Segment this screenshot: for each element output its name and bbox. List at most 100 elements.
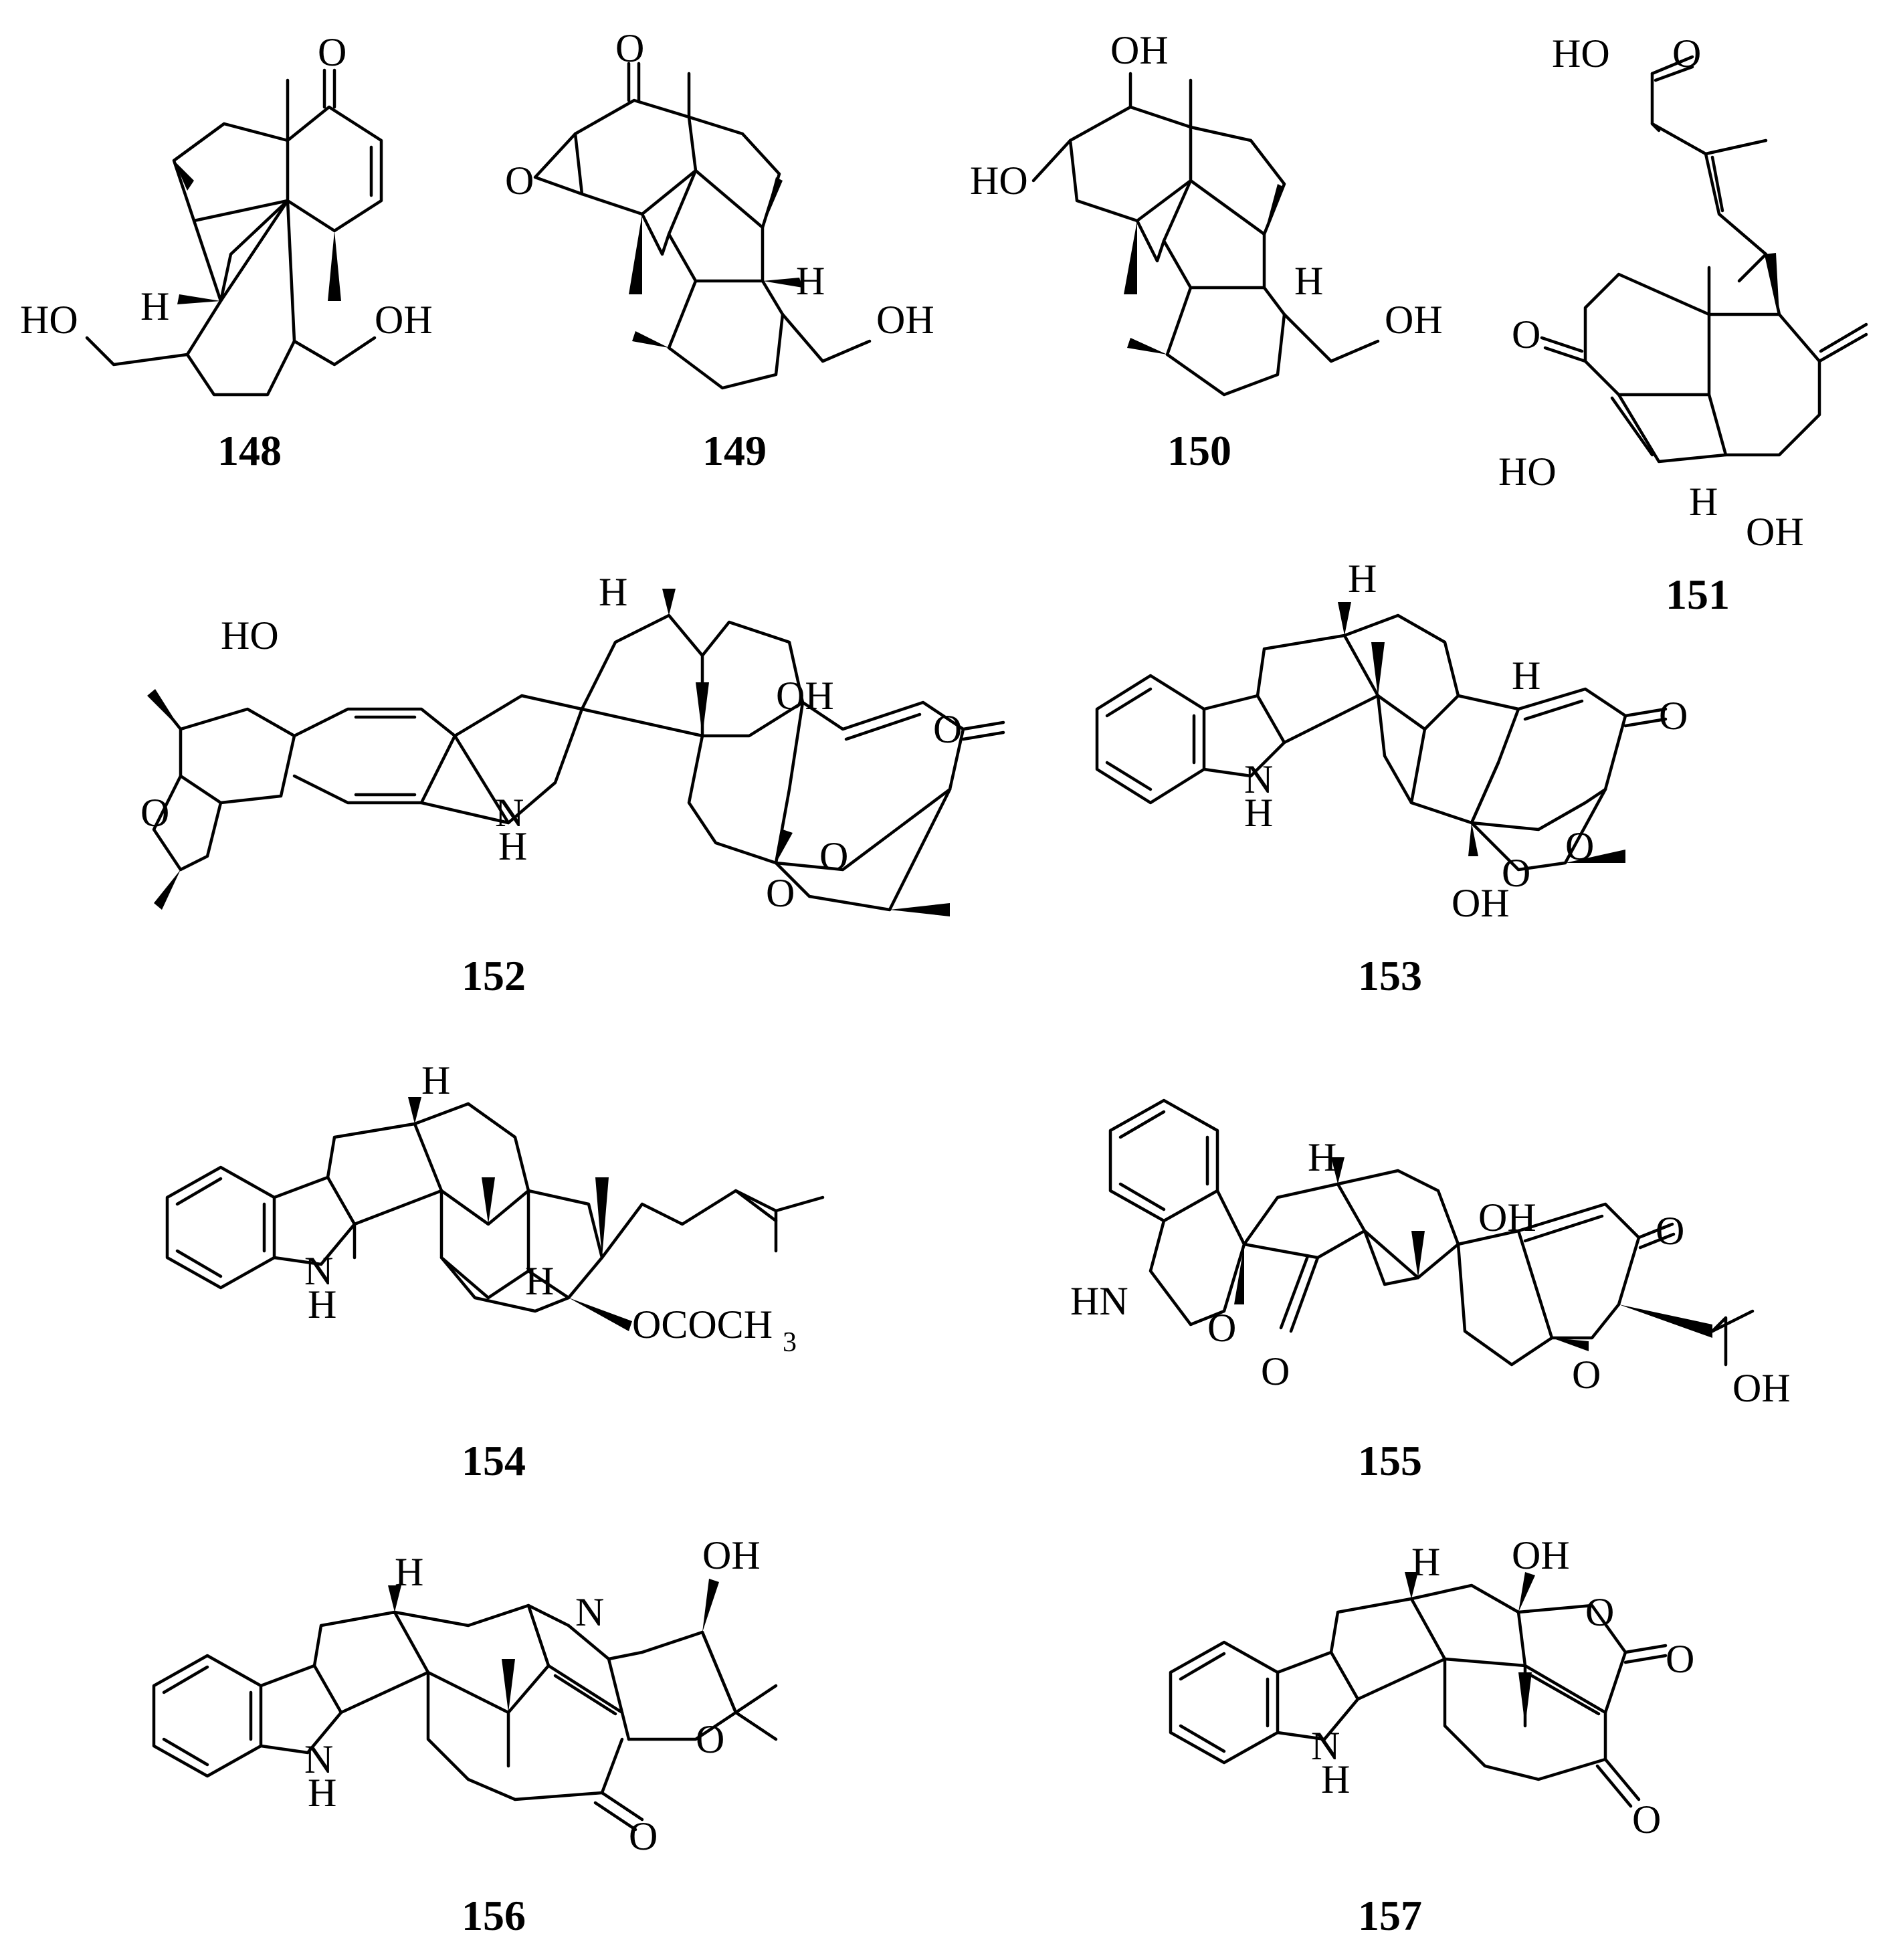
bonds-157: [1169, 1583, 1668, 1808]
structure-148: O H HO OH 148: [20, 30, 433, 474]
bonds-156: [152, 1603, 778, 1832]
wedge-bond: [662, 589, 676, 615]
atom-label: OH: [1110, 28, 1169, 72]
structure-150: OH HO H OH 150: [970, 28, 1443, 474]
atom-label: H: [796, 259, 825, 303]
wedge-bond: [629, 214, 642, 294]
atom-label: H: [599, 570, 627, 614]
atom-label: H: [498, 824, 527, 868]
wedge-bond: [1518, 1672, 1532, 1726]
structure-153: H H O N H O O OH 153: [1095, 557, 1688, 999]
atom-label: H: [1411, 1540, 1440, 1584]
wedge-bond: [328, 231, 341, 301]
atom-label: O: [1656, 1209, 1684, 1253]
structure-156: H N OH O N H O 156: [152, 1533, 778, 1939]
atom-label: H: [1321, 1757, 1350, 1801]
atom-label: OCOCH: [632, 1302, 773, 1347]
atom-label: O: [1572, 1353, 1601, 1397]
compound-label-151: 151: [1666, 571, 1730, 618]
atom-label: HO: [221, 613, 279, 658]
atom-label: HO: [20, 298, 78, 342]
atom-label: O: [505, 159, 534, 203]
atom-label: N: [1311, 1724, 1340, 1768]
atom-label: OH: [876, 298, 934, 342]
bonds-151: [1540, 55, 1868, 464]
atom-label: OH: [375, 298, 433, 342]
atom-label: N: [575, 1590, 604, 1634]
wedge-bond: [1468, 823, 1478, 856]
wedge-bond: [1766, 253, 1779, 314]
atom-label: HN: [1070, 1279, 1128, 1323]
wedge-bond: [174, 161, 194, 191]
atom-label: H: [395, 1550, 423, 1594]
atom-label: O: [819, 834, 848, 878]
atom-label: OH: [1746, 510, 1804, 554]
wedge-bond: [696, 682, 709, 736]
structure-157: H OH O O N H O 157: [1169, 1533, 1694, 1939]
structure-151: HO O O HO H OH 151: [1498, 31, 1868, 618]
wedge-bond: [1411, 1231, 1425, 1278]
atom-label: OH: [1478, 1195, 1536, 1240]
bonds-148: [85, 68, 383, 397]
compound-label-152: 152: [462, 952, 526, 999]
wedge-bond: [1565, 850, 1625, 863]
structure-155: H OH O HN O O O OH 155: [1070, 1098, 1791, 1484]
wedge-bond: [763, 278, 803, 288]
wedge-bond: [177, 294, 221, 304]
bonds-152: [152, 613, 1005, 912]
wedge-bond: [1338, 602, 1351, 635]
compound-label-149: 149: [702, 427, 767, 474]
wedge-bond: [632, 331, 669, 348]
atom-label: H: [1689, 480, 1718, 524]
compound-label-148: 148: [217, 427, 282, 474]
atom-label: O: [1632, 1797, 1661, 1842]
structure-152: HO H OH O O N H O O 152: [140, 570, 1005, 999]
wedge-bond: [763, 177, 783, 227]
wedge-bond: [1234, 1244, 1244, 1304]
atom-label: O: [1585, 1590, 1614, 1634]
wedge-bond: [147, 689, 181, 729]
wedge-bond: [1405, 1572, 1418, 1599]
atom-label: O: [933, 707, 962, 751]
atom-label: H: [140, 284, 169, 328]
wedge-bond: [702, 1579, 719, 1632]
wedge-bond: [408, 1097, 421, 1124]
atom-label: O: [140, 791, 169, 835]
atom-label: O: [1512, 312, 1540, 357]
bonds-149: [533, 62, 872, 390]
atom-label: H: [1294, 259, 1323, 303]
atom-label: O: [1502, 851, 1530, 895]
atom-label: OH: [1452, 881, 1510, 925]
atom-label: O: [615, 26, 644, 70]
wedge-bond: [595, 1177, 609, 1258]
atom-label: N: [304, 1737, 333, 1781]
atom-label: O: [1672, 31, 1701, 76]
wedge-bond: [1124, 221, 1137, 294]
wedge-bond: [502, 1659, 515, 1712]
atom-label: O: [1666, 1637, 1694, 1681]
wedge-bond: [1371, 642, 1385, 696]
atom-label: H: [525, 1259, 554, 1303]
compound-label-157: 157: [1358, 1892, 1422, 1939]
atom-label: HO: [970, 159, 1028, 203]
atom-label: O: [766, 871, 795, 915]
atom-label: O: [1261, 1349, 1290, 1393]
wedge-bond: [1518, 1572, 1535, 1612]
compound-label-155: 155: [1358, 1437, 1422, 1484]
atom-label: N: [1244, 757, 1273, 801]
bonds-155: [1108, 1098, 1755, 1367]
wedge-bond: [1552, 1338, 1589, 1351]
atom-label: H: [1348, 557, 1377, 601]
wedge-bond: [569, 1298, 632, 1331]
atom-label: N: [495, 791, 524, 835]
atom-label: O: [1207, 1306, 1236, 1350]
wedge-bond: [1127, 338, 1167, 355]
atom-label: O: [318, 30, 346, 74]
wedge-bond: [388, 1585, 401, 1612]
atom-label: OH: [776, 674, 834, 718]
atom-label: O: [696, 1717, 724, 1761]
compound-label-156: 156: [462, 1892, 526, 1939]
atom-label: O: [1565, 824, 1594, 868]
compound-label-154: 154: [462, 1437, 526, 1484]
